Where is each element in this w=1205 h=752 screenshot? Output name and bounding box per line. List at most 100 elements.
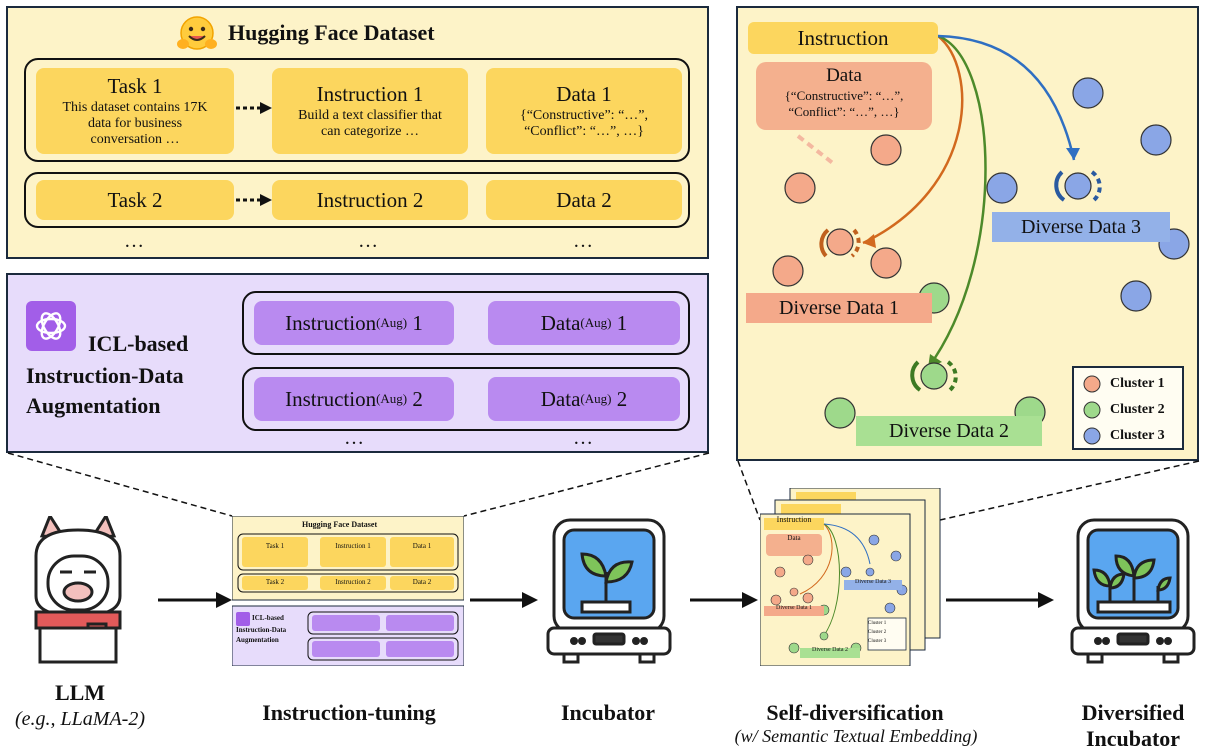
task-2-cell: Task 2	[36, 180, 234, 220]
cluster-graphic	[772, 34, 1190, 429]
data-box-body-l2: “Conflict”: “…”, …}	[788, 104, 900, 119]
data-box-body-l1: {“Constructive”: “…”,	[784, 88, 904, 103]
thumb-data-1: Data 1	[412, 542, 432, 550]
cluster3-focus-arc2	[1090, 170, 1102, 202]
icl-row-1	[242, 291, 690, 355]
icl-title-line3: Augmentation	[26, 393, 161, 418]
ellipsis-data: …	[573, 230, 594, 252]
arrow-head-cluster3	[1066, 148, 1080, 160]
hf-panel-title: Hugging Face Dataset	[228, 20, 435, 45]
instruction-label: Instruction	[748, 22, 938, 54]
arrow-task-to-instruction-2	[236, 194, 272, 206]
thumb-instruction-2: Instruction 2	[335, 578, 371, 586]
icl-augmentation-panel: ICL-based Instruction-Data Augmentation …	[6, 273, 709, 453]
ellipsis-instruction-aug: …	[344, 427, 365, 449]
self-diversification-sublabel: (w/ Semantic Textual Embedding)	[734, 726, 978, 746]
thumb-data-2: Data 2	[412, 578, 432, 586]
arrow-to-cluster1	[862, 35, 964, 245]
data-aug-2-sup: (Aug)	[580, 391, 612, 406]
instruction-aug-2-sup: (Aug)	[376, 391, 408, 406]
data-1-body: {“Constructive”: “…”, “Conflict”: “…”, ……	[519, 107, 648, 139]
legend-cluster-1: Cluster 1	[1110, 376, 1165, 391]
legend-swatches	[1083, 375, 1101, 445]
data-aug-1-num: 1	[616, 310, 628, 335]
stack-diverse-3: Diverse Data 3	[855, 579, 891, 585]
icl-title-line2: Instruction-Data	[26, 363, 184, 388]
legend-cluster-2: Cluster 2	[1110, 402, 1165, 417]
data-aug-2-cell: Data(Aug) 2	[488, 377, 680, 421]
instruction-1-title: Instruction 1	[316, 81, 424, 106]
cluster1-focus-arc	[819, 228, 830, 258]
llm-label: LLM	[54, 680, 106, 705]
data-box: Data {“Constructive”: “…”, “Conflict”: “…	[756, 62, 932, 130]
diversified-incubator-icon	[1070, 518, 1196, 664]
thumb-task-2: Task 2	[265, 578, 285, 586]
hf-row-1	[24, 58, 690, 162]
thumb-icl-title-3: Augmentation	[236, 636, 279, 644]
diverse-data-1-label: Diverse Data 1	[746, 293, 932, 323]
task-1-title: Task 1	[107, 73, 163, 98]
thumb-icl-title: ICL-based	[252, 614, 284, 622]
instruction-aug-2-cell: Instruction(Aug) 2	[254, 377, 454, 421]
arrow-task-to-instruction-1	[236, 102, 272, 114]
cluster-panel: Instruction Data {“Constructive”: “…”, “…	[736, 6, 1199, 461]
instruction-aug-2-num: 2	[412, 386, 423, 411]
hugging-face-icon	[177, 16, 217, 50]
data-aug-2-base: Data	[540, 386, 581, 411]
ellipsis-task: …	[124, 230, 145, 252]
legend-cluster-3: Cluster 3	[1110, 428, 1165, 443]
stack-legend-3: Cluster 3	[868, 639, 887, 644]
thumbnail-graphic	[231, 515, 465, 667]
incubator-icon	[546, 518, 672, 664]
openai-logo-icon	[26, 301, 76, 351]
data-1-cell: Data 1 {“Constructive”: “…”, “Conflict”:…	[486, 68, 682, 154]
diversified-label-line2: Incubator	[1085, 726, 1181, 751]
stack-legend-2: Cluster 2	[868, 630, 887, 635]
instruction-tuning-label: Instruction-tuning	[262, 700, 436, 725]
stack-instruction-label: Instruction	[776, 515, 812, 524]
task-1-cell: Task 1 This dataset contains 17K data fo…	[36, 68, 234, 154]
legend-box: Cluster 1 Cluster 2 Cluster 3	[1072, 366, 1184, 450]
cluster1-points	[772, 134, 902, 287]
instruction-aug-1-num: 1	[412, 310, 423, 335]
diversified-label-line1: Diversified	[1081, 700, 1185, 725]
llm-sublabel: (e.g., LLaMA-2)	[15, 708, 145, 730]
icl-row-2	[242, 367, 690, 431]
data-aug-1-base: Data	[540, 310, 581, 335]
cluster3-focus-arc	[1054, 170, 1066, 202]
hf-row-2	[24, 172, 690, 228]
thumb-hf-title: Hugging Face Dataset	[302, 520, 378, 529]
cluster1-focus-arc2	[850, 228, 861, 258]
stack-legend: Cluster 1 Cluster 2 Cluster 3	[868, 619, 886, 646]
data-aug-1-cell: Data(Aug) 1	[488, 301, 680, 345]
task-1-body: This dataset contains 17K data for busin…	[62, 99, 208, 147]
arrow-to-cluster2	[926, 34, 987, 369]
instruction-1-cell: Instruction 1 Build a text classifier th…	[272, 68, 468, 154]
stack-diverse-1: Diverse Data 1	[776, 605, 812, 611]
cluster3-points	[986, 77, 1190, 312]
instruction-2-cell: Instruction 2	[272, 180, 468, 220]
data-dashed-link	[796, 134, 836, 166]
self-diversification-stack	[760, 488, 941, 666]
diverse-data-2-label: Diverse Data 2	[856, 416, 1042, 446]
data-aug-1-sup: (Aug)	[580, 315, 612, 330]
diverse-data-3-label: Diverse Data 3	[992, 212, 1170, 242]
instruction-aug-2-base: Instruction	[285, 386, 377, 411]
stack-diverse-2: Diverse Data 2	[812, 647, 848, 653]
thumb-instruction-1: Instruction 1	[335, 542, 371, 550]
cluster2-focus-arc2	[946, 360, 958, 392]
stack-legend-1: Cluster 1	[868, 621, 887, 626]
stack-data-label: Data	[787, 534, 801, 542]
incubator-label: Incubator	[560, 700, 656, 725]
instruction-aug-1-cell: Instruction(Aug) 1	[254, 301, 454, 345]
thumb-icl-title-2: Instruction-Data	[236, 626, 287, 634]
llama-icon	[34, 516, 122, 664]
thumb-task-1: Task 1	[265, 542, 285, 550]
data-2-cell: Data 2	[486, 180, 682, 220]
ellipsis-instruction: …	[358, 230, 379, 252]
hf-dataset-panel: Hugging Face Dataset Task 1 This dataset…	[6, 6, 709, 259]
arrow-head-cluster1	[863, 234, 876, 248]
arrow-to-cluster3	[937, 34, 1076, 161]
instruction-1-body: Build a text classifier that can categor…	[298, 107, 442, 139]
instruction-aug-1-sup: (Aug)	[376, 315, 408, 330]
